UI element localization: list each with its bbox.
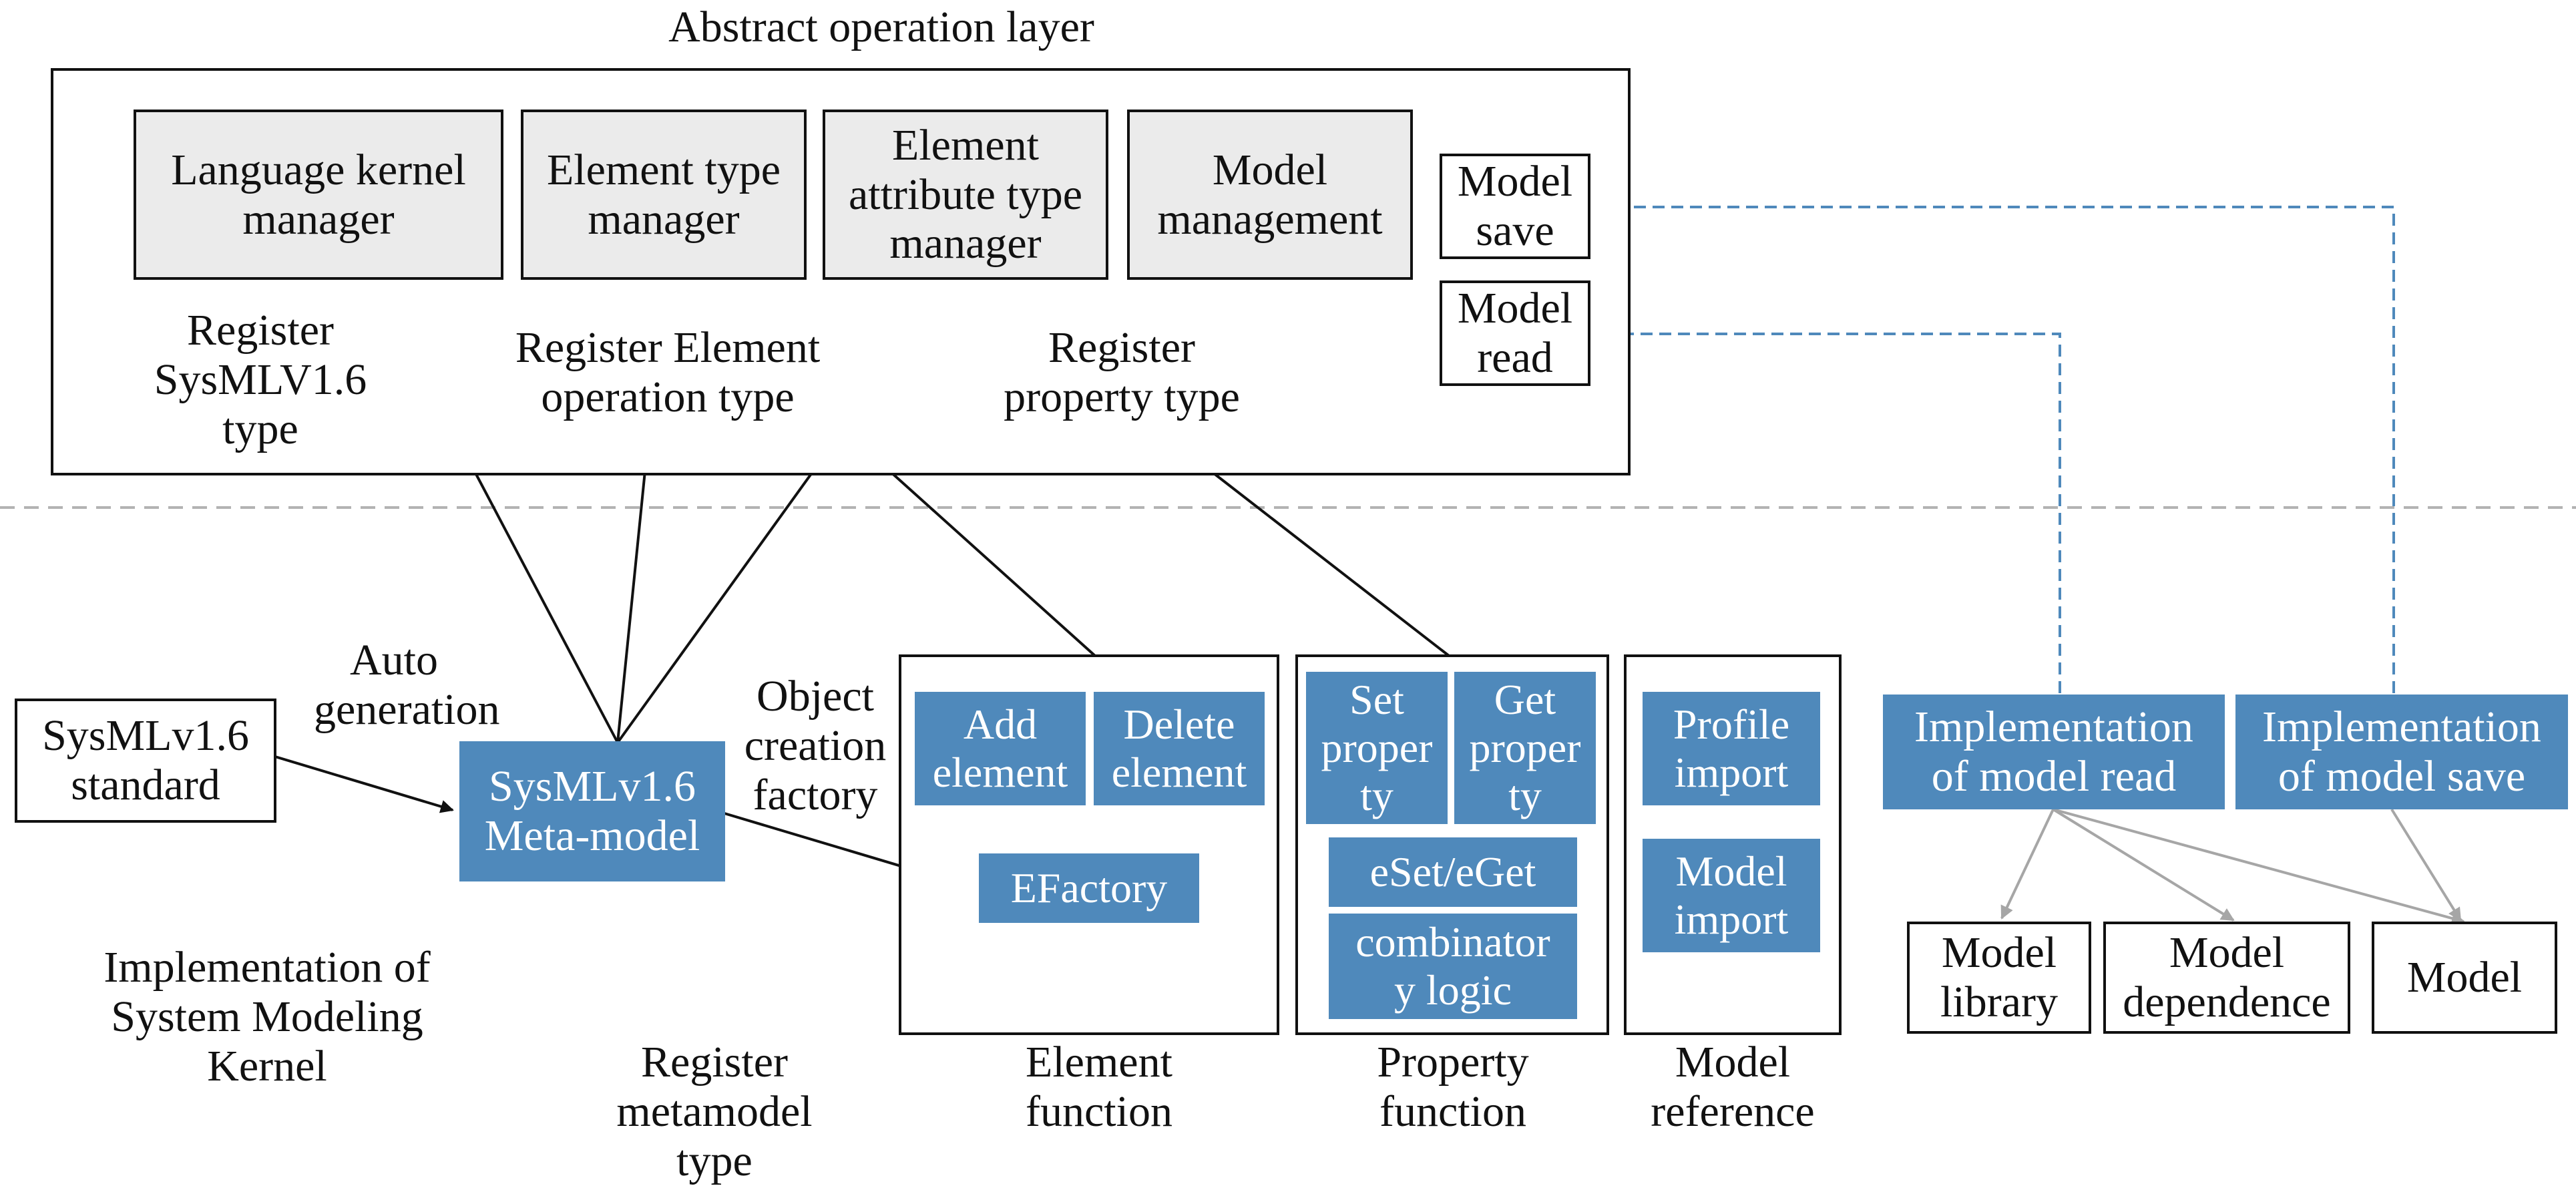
object-creation-factory-label: Object creation factory: [744, 672, 887, 819]
system-modeling-kernel-diagram: Abstract operation layer Language kernel…: [0, 3, 2576, 1185]
delete-element-button: Delete element: [1094, 692, 1265, 805]
property-function-label: Property function: [1377, 1038, 1529, 1136]
get-property-box: Get proper ty: [1454, 672, 1596, 824]
arrow-standard-to-metamodel: [274, 755, 454, 813]
model-library-box: Model library: [1907, 922, 2091, 1034]
implementation-kernel-label: Implementation of System Modeling Kernel: [103, 943, 431, 1091]
model-import-box: Model import: [1643, 839, 1820, 952]
register-element-operation-type-label: Register Element operation type: [515, 323, 821, 421]
model-save-box: Model save: [1440, 154, 1590, 259]
model-dependence-box: Model dependence: [2103, 922, 2350, 1034]
model-box: Model: [2372, 922, 2557, 1034]
model-read-box: Model read: [1440, 280, 1590, 386]
register-metamodel-type-label: Register metamodel type: [616, 1038, 813, 1185]
register-property-type-label: Register property type: [1004, 323, 1240, 421]
auto-generation-label: Auto generation: [314, 636, 500, 734]
implementation-model-read-box: Implementation of model read: [1883, 695, 2225, 809]
element-attribute-type-manager: Element attribute type manager: [823, 110, 1108, 280]
eset-eget-box: eSet/eGet: [1329, 837, 1577, 907]
element-function-label: Element function: [1026, 1038, 1172, 1136]
arrow-read-to-dependence: [2052, 808, 2235, 922]
efactory-box: EFactory: [979, 853, 1199, 923]
element-type-manager: Element type manager: [521, 110, 807, 280]
arrow-read-to-library: [2000, 809, 2055, 920]
set-property-box: Set proper ty: [1306, 672, 1448, 824]
add-element-button: Add element: [915, 692, 1086, 805]
dashed-link-model-save: [1608, 207, 2395, 693]
sysml-standard-box: SysMLv1.6 standard: [15, 699, 276, 823]
model-reference-label: Model reference: [1651, 1038, 1815, 1136]
implementation-model-save-box: Implementation of model save: [2235, 695, 2568, 809]
combinatory-logic-box: combinator y logic: [1329, 914, 1577, 1019]
language-kernel-manager: Language kernel manager: [134, 110, 503, 280]
sysml-metamodel-box: SysMLv1.6 Meta-model: [459, 741, 725, 881]
arrow-save-to-model: [2390, 808, 2462, 922]
arrow-read-to-model: [2053, 808, 2465, 925]
abstract-layer-title: Abstract operation layer: [668, 3, 1094, 51]
dashed-link-model-read: [1608, 334, 2061, 693]
profile-import-box: Profile import: [1643, 692, 1820, 805]
register-sysml-type-label: Register SysMLV1.6 type: [154, 306, 367, 453]
model-management: Model management: [1127, 110, 1413, 280]
